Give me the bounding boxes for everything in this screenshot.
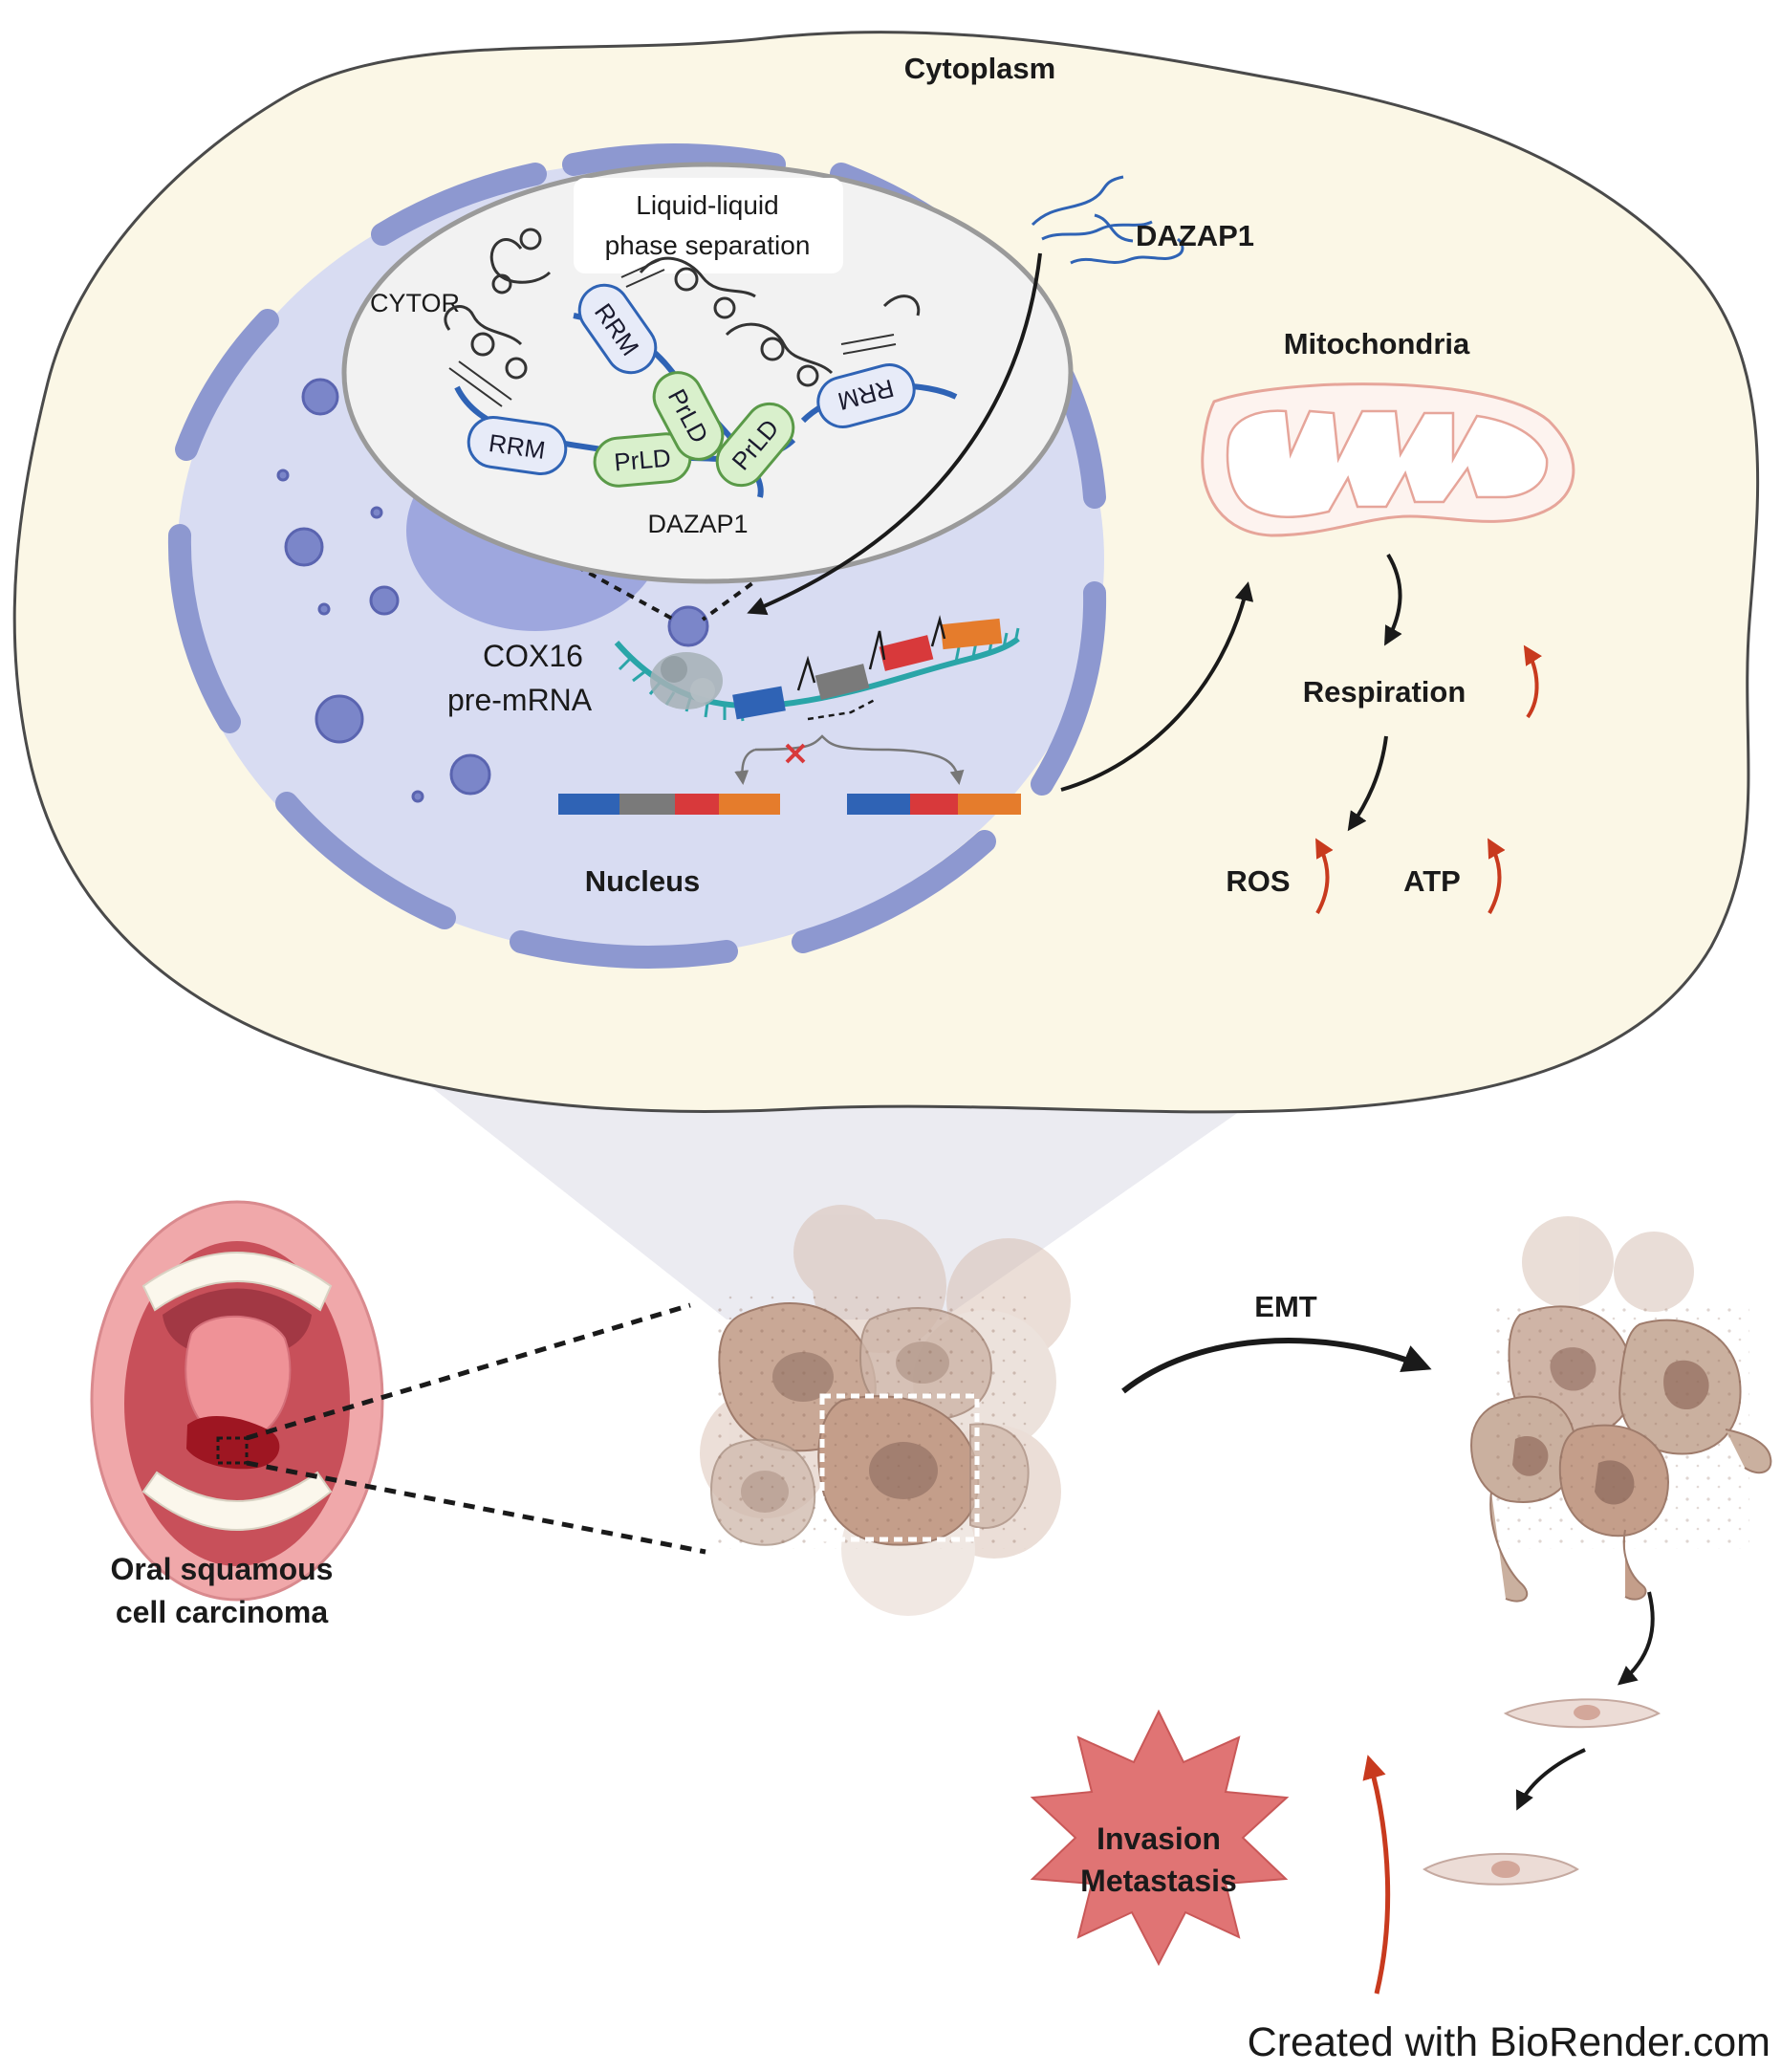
oscc-label-line2: cell carcinoma bbox=[116, 1595, 329, 1629]
upper-teeth bbox=[141, 1252, 333, 1312]
cox16-exon-red bbox=[879, 635, 934, 671]
export-to-mitochondria-arrow bbox=[1060, 581, 1254, 792]
dazap1-cytoplasmic-protein: DAZAP1 bbox=[1031, 175, 1254, 265]
nuclear-speckles bbox=[276, 378, 709, 803]
mrna-product-skipped bbox=[847, 794, 1021, 815]
respiration-to-ros-atp-arrow bbox=[1347, 735, 1388, 832]
dazap1-import-arrow bbox=[747, 252, 1042, 616]
mesenchymal-cell-cluster bbox=[1470, 1216, 1772, 1603]
prld-label-1: PrLD bbox=[613, 443, 672, 476]
prld-domain-2: PrLD bbox=[652, 371, 725, 461]
mito-to-respiration-arrow bbox=[1384, 553, 1402, 646]
atp-up-arrow bbox=[1488, 838, 1506, 914]
rrm-domain-3: RRM bbox=[816, 363, 916, 428]
oscc-label-line1: Oral squamous bbox=[111, 1552, 334, 1586]
mouth-zoom-line-bottom bbox=[246, 1460, 706, 1555]
dazap1-outside-label: DAZAP1 bbox=[1136, 219, 1254, 252]
mitochondria: Mitochondria bbox=[1201, 327, 1575, 537]
respiration-up-arrow bbox=[1523, 644, 1543, 719]
cox16-exon-gray bbox=[814, 664, 870, 700]
tumor-cell-cluster bbox=[700, 1205, 1071, 1616]
cytor-label: CYTOR bbox=[370, 289, 460, 317]
lesion-zoom-box bbox=[216, 1436, 249, 1465]
splice-choice-brace bbox=[807, 698, 876, 721]
invasion-label: Invasion bbox=[1097, 1821, 1221, 1856]
llps-droplet: Liquid-liquid phase separation CYTOR bbox=[341, 162, 1074, 584]
llps-droplet-body bbox=[341, 162, 1074, 584]
emt-label: EMT bbox=[1254, 1290, 1317, 1323]
migration-arrow-2 bbox=[1515, 1748, 1586, 1811]
cox16-label-line1: COX16 bbox=[483, 639, 583, 673]
tumor-cell-cluster-dots bbox=[717, 1296, 1032, 1549]
ros-up-arrow bbox=[1315, 838, 1334, 914]
cox16-exon-orange bbox=[940, 618, 1003, 650]
llps-label-line1: Liquid-liquid bbox=[636, 190, 778, 220]
oral-cavity-illustration bbox=[90, 1200, 384, 1602]
rrm-domain-1: RRM bbox=[467, 416, 568, 475]
splicing-machinery bbox=[650, 652, 723, 709]
cox16-pre-mrna: COX16 pre-mRNA bbox=[447, 615, 1020, 722]
cox16-label-line2: pre-mRNA bbox=[447, 683, 593, 717]
ros-label: ROS bbox=[1226, 864, 1290, 898]
migrating-cell-2 bbox=[1423, 1852, 1579, 1886]
llps-label-box bbox=[574, 178, 843, 273]
invasion-metastasis-starburst bbox=[1030, 1709, 1290, 1967]
respiration-label: Respiration bbox=[1303, 675, 1466, 709]
lower-teeth bbox=[141, 1471, 333, 1531]
mitochondria-label: Mitochondria bbox=[1284, 327, 1470, 360]
invasion-up-arrow bbox=[1362, 1755, 1391, 1995]
cytor-rna-structures bbox=[444, 228, 921, 407]
migrating-cell-1 bbox=[1503, 1698, 1662, 1729]
tumor-lesion bbox=[186, 1415, 280, 1470]
llps-label-line2: phase separation bbox=[605, 230, 811, 260]
cox16-exon-blue bbox=[732, 686, 786, 720]
tongue bbox=[185, 1315, 292, 1446]
mesenchymal-cell-dots bbox=[1491, 1300, 1749, 1549]
nucleus-label: Nucleus bbox=[585, 864, 701, 898]
mouth-zoom-line-top bbox=[246, 1302, 691, 1441]
biorender-credit: Created with BioRender.com bbox=[1248, 2019, 1770, 2065]
splicing-products bbox=[558, 734, 1021, 815]
splice-arrow-right bbox=[888, 748, 965, 785]
intron-loops bbox=[796, 615, 946, 691]
mitochondria-cristae bbox=[1226, 409, 1549, 518]
splice-arrow-left bbox=[734, 748, 756, 785]
cytoplasm-label: Cytoplasm bbox=[904, 52, 1055, 85]
emt-arrow bbox=[1121, 1338, 1432, 1394]
selected-cell-box bbox=[819, 1393, 980, 1542]
mrna-product-full bbox=[558, 794, 780, 815]
metastasis-label: Metastasis bbox=[1080, 1864, 1237, 1898]
dazap1-inside-label: DAZAP1 bbox=[647, 510, 748, 538]
prld-domain-1: PrLD bbox=[593, 432, 692, 488]
blocked-x-icon bbox=[785, 743, 806, 764]
atp-label: ATP bbox=[1403, 864, 1461, 898]
migration-arrow-1 bbox=[1617, 1591, 1655, 1686]
